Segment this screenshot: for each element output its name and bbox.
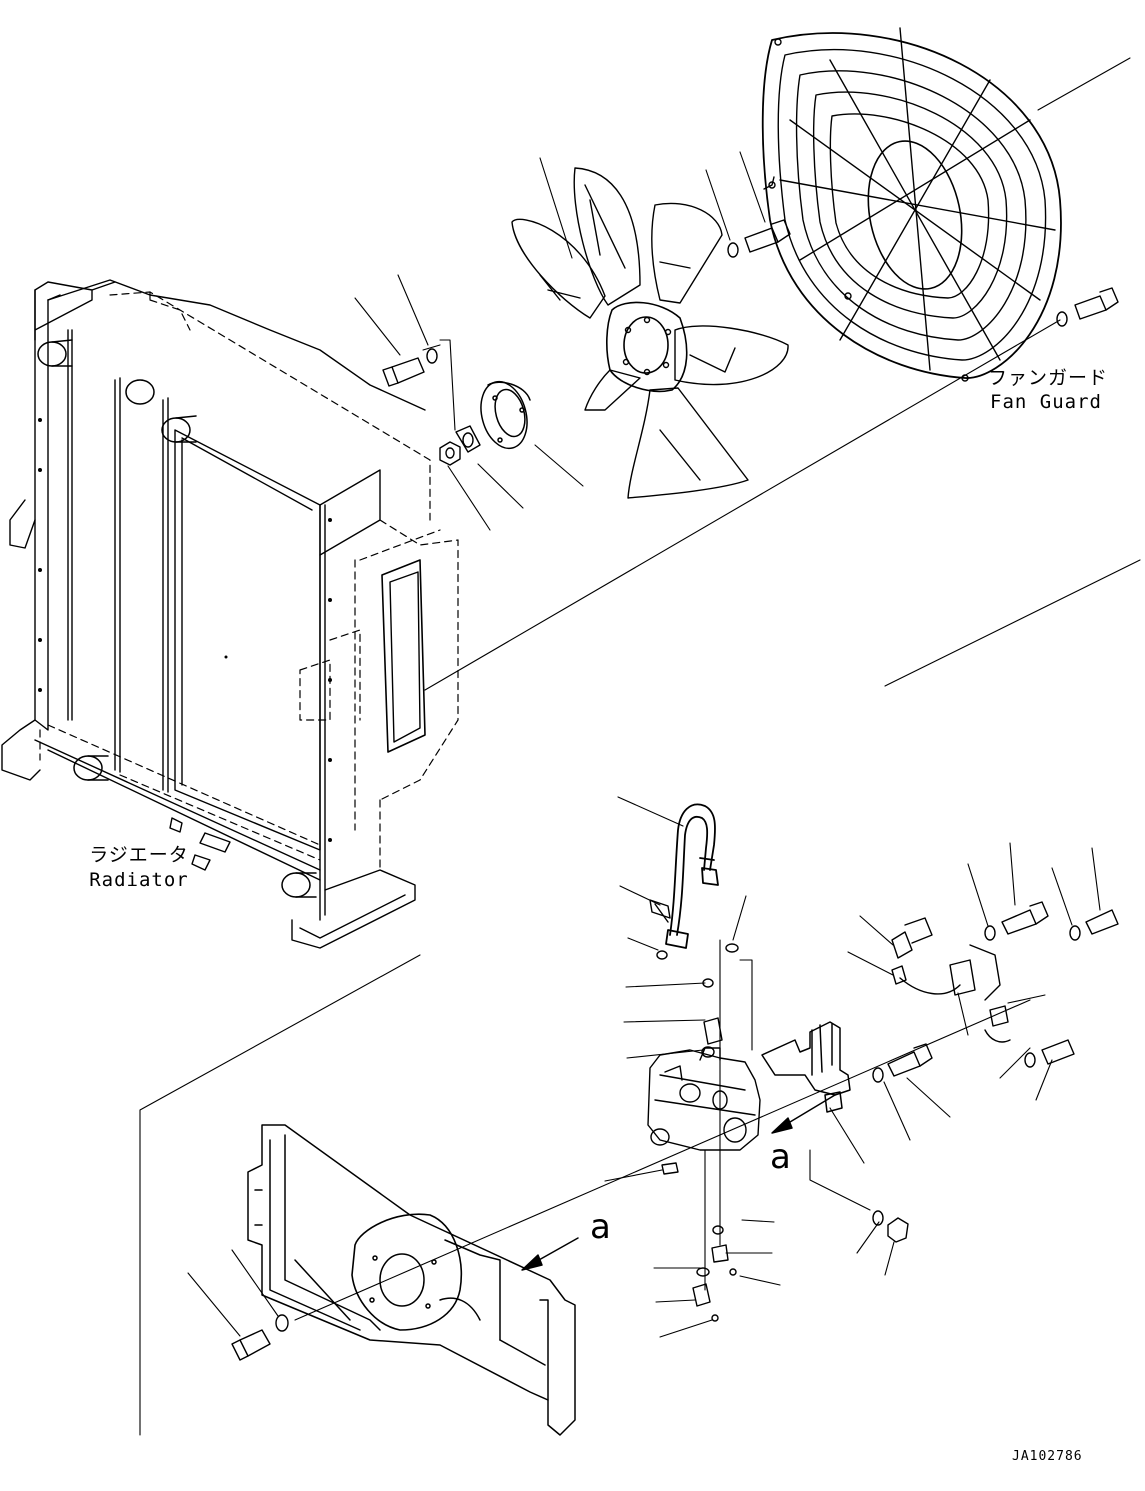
fan-guard-label-jp: ファンガード — [988, 367, 1109, 389]
lower-fittings-icon — [661, 1162, 737, 1322]
fan-guard — [761, 27, 1062, 382]
radiator-label-jp: ラジエータ — [89, 844, 189, 866]
cooling-fan — [511, 167, 789, 499]
view-a-arrow-lower — [521, 1237, 579, 1271]
view-a-label-lower: a — [590, 1207, 611, 1247]
phantom-lines — [139, 57, 1141, 1436]
sensor-bolts-icon — [872, 901, 1119, 1243]
bolt-icon — [1056, 287, 1119, 327]
spacer-bolt-icon — [382, 348, 438, 387]
connector-icon — [891, 917, 1011, 1043]
fan-spacer-icon — [480, 380, 531, 450]
pipe-icon — [665, 803, 719, 949]
washer-plate-icon — [455, 425, 481, 453]
view-a-label-upper: a — [770, 1137, 791, 1177]
nut-icon — [439, 441, 461, 466]
bracket-bolt-icon — [231, 1314, 289, 1361]
radiator-label-en: Radiator — [89, 869, 189, 891]
view-a-arrow-upper — [771, 1094, 836, 1134]
sensor-bracket — [761, 1021, 851, 1113]
fan-guard-label-en: Fan Guard — [990, 391, 1102, 413]
leader-lines — [187, 151, 1101, 1338]
clamp-icon — [649, 899, 671, 923]
drawing-code: JA102786 — [1012, 1449, 1083, 1464]
radiator — [1, 279, 459, 949]
fan-motor-bracket — [247, 1124, 576, 1436]
fan-bolt-icon — [727, 219, 791, 258]
fan-pump-valve — [647, 1047, 761, 1151]
fitting-icon — [656, 943, 739, 1058]
